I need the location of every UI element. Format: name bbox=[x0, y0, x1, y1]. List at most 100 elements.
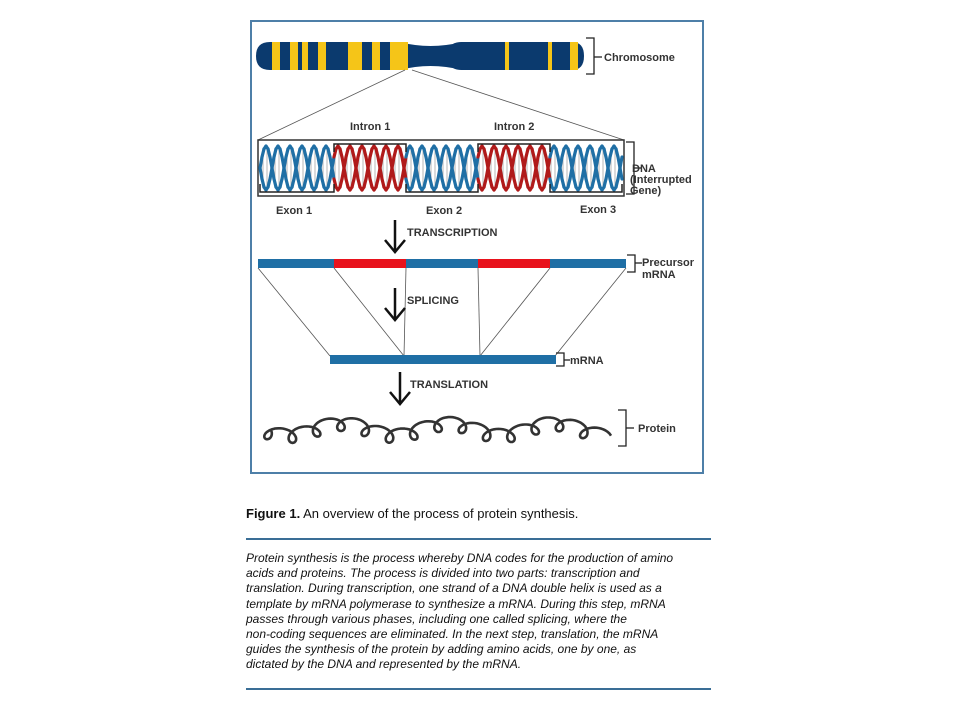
protein-chain bbox=[263, 415, 613, 445]
dna-strand-segment bbox=[556, 155, 562, 170]
description-text: Protein synthesis is the process whereby… bbox=[246, 551, 716, 673]
chromosome-bracket bbox=[586, 37, 595, 75]
dna-strand-segment bbox=[402, 155, 408, 170]
precursor-mrna-bar bbox=[258, 259, 626, 268]
zoom-line-right bbox=[411, 69, 625, 141]
dna-strand-segment bbox=[270, 166, 276, 181]
dna-strand-segment bbox=[304, 166, 310, 181]
precursor-label-line2: mRNA bbox=[642, 269, 676, 281]
exon1-bracket bbox=[259, 184, 335, 193]
translation-arrow bbox=[389, 372, 411, 406]
exon3-bracket bbox=[549, 184, 623, 193]
dna-helix bbox=[258, 144, 624, 192]
dna-strand-segment bbox=[508, 155, 514, 170]
dna-strand-segment bbox=[474, 155, 480, 170]
figure-caption-label: Figure 1. bbox=[246, 506, 301, 521]
exon2-label: Exon 2 bbox=[426, 205, 462, 217]
dna-strand-segment bbox=[258, 166, 264, 181]
dna-strand-segment bbox=[280, 166, 286, 181]
description-line: Protein synthesis is the process whereby… bbox=[246, 551, 674, 565]
dna-strand-segment bbox=[604, 155, 610, 170]
dna-strand-segment bbox=[558, 166, 564, 181]
splicing-arrow bbox=[384, 288, 406, 322]
divider-bottom bbox=[246, 688, 711, 690]
dna-label-line3: Gene) bbox=[630, 185, 662, 197]
dna-strand-segment bbox=[498, 155, 504, 170]
dna-label-line2: (Interrupted bbox=[630, 174, 692, 186]
description-line: guides the synthesis of the protein by a… bbox=[246, 642, 637, 657]
dna-strand-segment bbox=[412, 155, 418, 170]
dna-strand-segment bbox=[342, 166, 348, 181]
dna-strand-segment bbox=[364, 155, 370, 170]
dna-strand-segment bbox=[306, 155, 312, 170]
dna-strand-segment bbox=[316, 155, 322, 170]
dna-strand-segment bbox=[414, 166, 420, 181]
dna-strand-segment bbox=[448, 166, 454, 181]
chromosome-label: Chromosome bbox=[604, 52, 675, 64]
dna-strand-segment bbox=[592, 166, 598, 181]
dna-strand-segment bbox=[534, 166, 540, 181]
dna-strand-segment bbox=[268, 155, 274, 170]
figure-frame bbox=[250, 20, 704, 474]
dna-strand-segment bbox=[388, 155, 394, 170]
intron2-bracket bbox=[477, 143, 551, 152]
divider-top bbox=[246, 538, 711, 540]
dna-strand-segment bbox=[366, 166, 372, 181]
dna-strand-segment bbox=[594, 155, 600, 170]
dna-strand-segment bbox=[426, 155, 432, 170]
dna-strand-segment bbox=[424, 166, 430, 181]
dna-strand-segment bbox=[606, 166, 612, 181]
protein-strand bbox=[263, 415, 613, 445]
description-line: translation. During transcription, one s… bbox=[246, 581, 662, 596]
dna-strand-segment bbox=[582, 166, 588, 181]
dna-strand-segment bbox=[460, 155, 466, 170]
dna-strand-segment bbox=[436, 155, 442, 170]
dna-strand-segment bbox=[376, 166, 382, 181]
dna-strand-segment bbox=[568, 166, 574, 181]
figure-caption-text: An overview of the process of protein sy… bbox=[300, 506, 579, 521]
description-line: template by mRNA polymerase to synthesiz… bbox=[246, 596, 666, 611]
mrna-bar bbox=[330, 355, 556, 364]
description-line: acids and proteins. The process is divid… bbox=[246, 566, 640, 581]
dna-strand-segment bbox=[520, 166, 526, 181]
dna-strand-segment bbox=[486, 166, 492, 181]
dna-strand-segment bbox=[472, 166, 478, 181]
chromosome bbox=[256, 42, 584, 70]
dna-strand-segment bbox=[354, 155, 360, 170]
protein-label: Protein bbox=[638, 423, 676, 435]
exon2-bracket bbox=[405, 184, 479, 193]
dna-strand-segment bbox=[462, 166, 468, 181]
protein-synthesis-diagram: Chromosome Intron 1 Intron 2 Exon 1 Exon… bbox=[256, 37, 695, 447]
dna-strand-segment bbox=[580, 155, 586, 170]
dna-strand-segment bbox=[292, 155, 298, 170]
dna-strand-segment bbox=[522, 155, 528, 170]
dna-strand-segment bbox=[390, 166, 396, 181]
dna-box bbox=[257, 139, 625, 197]
dna-strand-segment bbox=[318, 166, 324, 181]
dna-strand-segment bbox=[618, 155, 624, 170]
dna-strand-segment bbox=[328, 166, 334, 181]
dna-strand-segment bbox=[496, 166, 502, 181]
dna-strand-segment bbox=[340, 155, 346, 170]
dna-strand-segment bbox=[330, 155, 336, 170]
dna-strand-segment bbox=[258, 155, 264, 170]
dna-strand-segment bbox=[484, 155, 490, 170]
transcription-label: TRANSCRIPTION bbox=[407, 227, 498, 239]
splicing-lines bbox=[257, 267, 627, 357]
description-line: non-coding sequences are eliminated. In … bbox=[246, 627, 659, 642]
zoom-line-left bbox=[257, 69, 406, 141]
translation-label: TRANSLATION bbox=[410, 379, 488, 391]
dna-strand-segment bbox=[570, 155, 576, 170]
precursor-label: Precursor bbox=[642, 257, 695, 269]
description-line: dictated by the DNA and represented by t… bbox=[246, 657, 522, 672]
dna-strand-segment bbox=[546, 155, 552, 170]
intron2-label: Intron 2 bbox=[494, 121, 534, 133]
dna-strand-segment bbox=[352, 166, 358, 181]
dna-strand-segment bbox=[510, 166, 516, 181]
transcription-arrow bbox=[384, 220, 406, 254]
figure-caption: Figure 1. An overview of the process of … bbox=[246, 506, 716, 521]
dna-strand-segment bbox=[450, 155, 456, 170]
dna-strand-segment bbox=[294, 166, 300, 181]
splicing-label: SPLICING bbox=[407, 295, 459, 307]
exon3-label: Exon 3 bbox=[580, 204, 616, 216]
